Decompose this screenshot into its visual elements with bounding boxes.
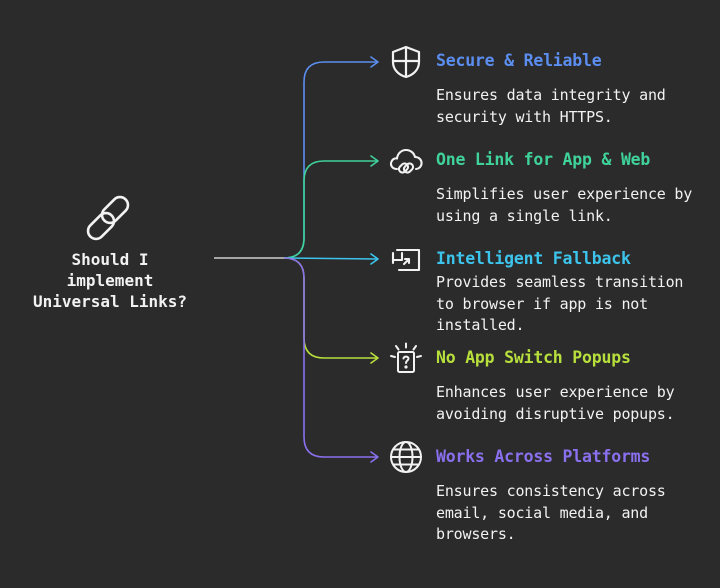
arrowhead [370, 253, 379, 265]
branch-title-secure: Secure & Reliable [436, 51, 602, 70]
branch-title-fallback: Intelligent Fallback [436, 249, 631, 268]
branch-title-popups: No App Switch Popups [436, 348, 631, 367]
arrowhead [370, 451, 379, 463]
popup-question-icon [390, 342, 422, 373]
branch-title-one-link: One Link for App & Web [436, 150, 651, 169]
connector-line [283, 257, 379, 260]
connector-line [283, 257, 378, 359]
shield-icon [391, 45, 421, 79]
branch-desc-popups: Enhances user experience by avoiding dis… [436, 383, 675, 423]
arrowhead [370, 56, 379, 68]
connector-line [283, 160, 378, 259]
branch-desc-fallback: Provides seamless transition to browser … [436, 273, 684, 334]
branch-title-platforms: Works Across Platforms [436, 447, 651, 466]
connector-line [283, 257, 378, 458]
arrowhead [370, 155, 379, 167]
fallback-window-icon [391, 248, 421, 272]
globe-icon [390, 441, 422, 473]
branch-desc-one-link: Simplifies user experience by using a si… [436, 185, 693, 225]
arrowhead [370, 352, 379, 364]
branch-desc-secure: Ensures data integrity and security with… [436, 86, 666, 126]
branch-desc-platforms: Ensures consistency across email, social… [436, 482, 666, 543]
connector-line [283, 61, 378, 259]
cloud-link-icon [389, 148, 423, 174]
chain-link-icon [86, 195, 130, 241]
central-question: Should I implement Universal Links? [32, 250, 188, 311]
